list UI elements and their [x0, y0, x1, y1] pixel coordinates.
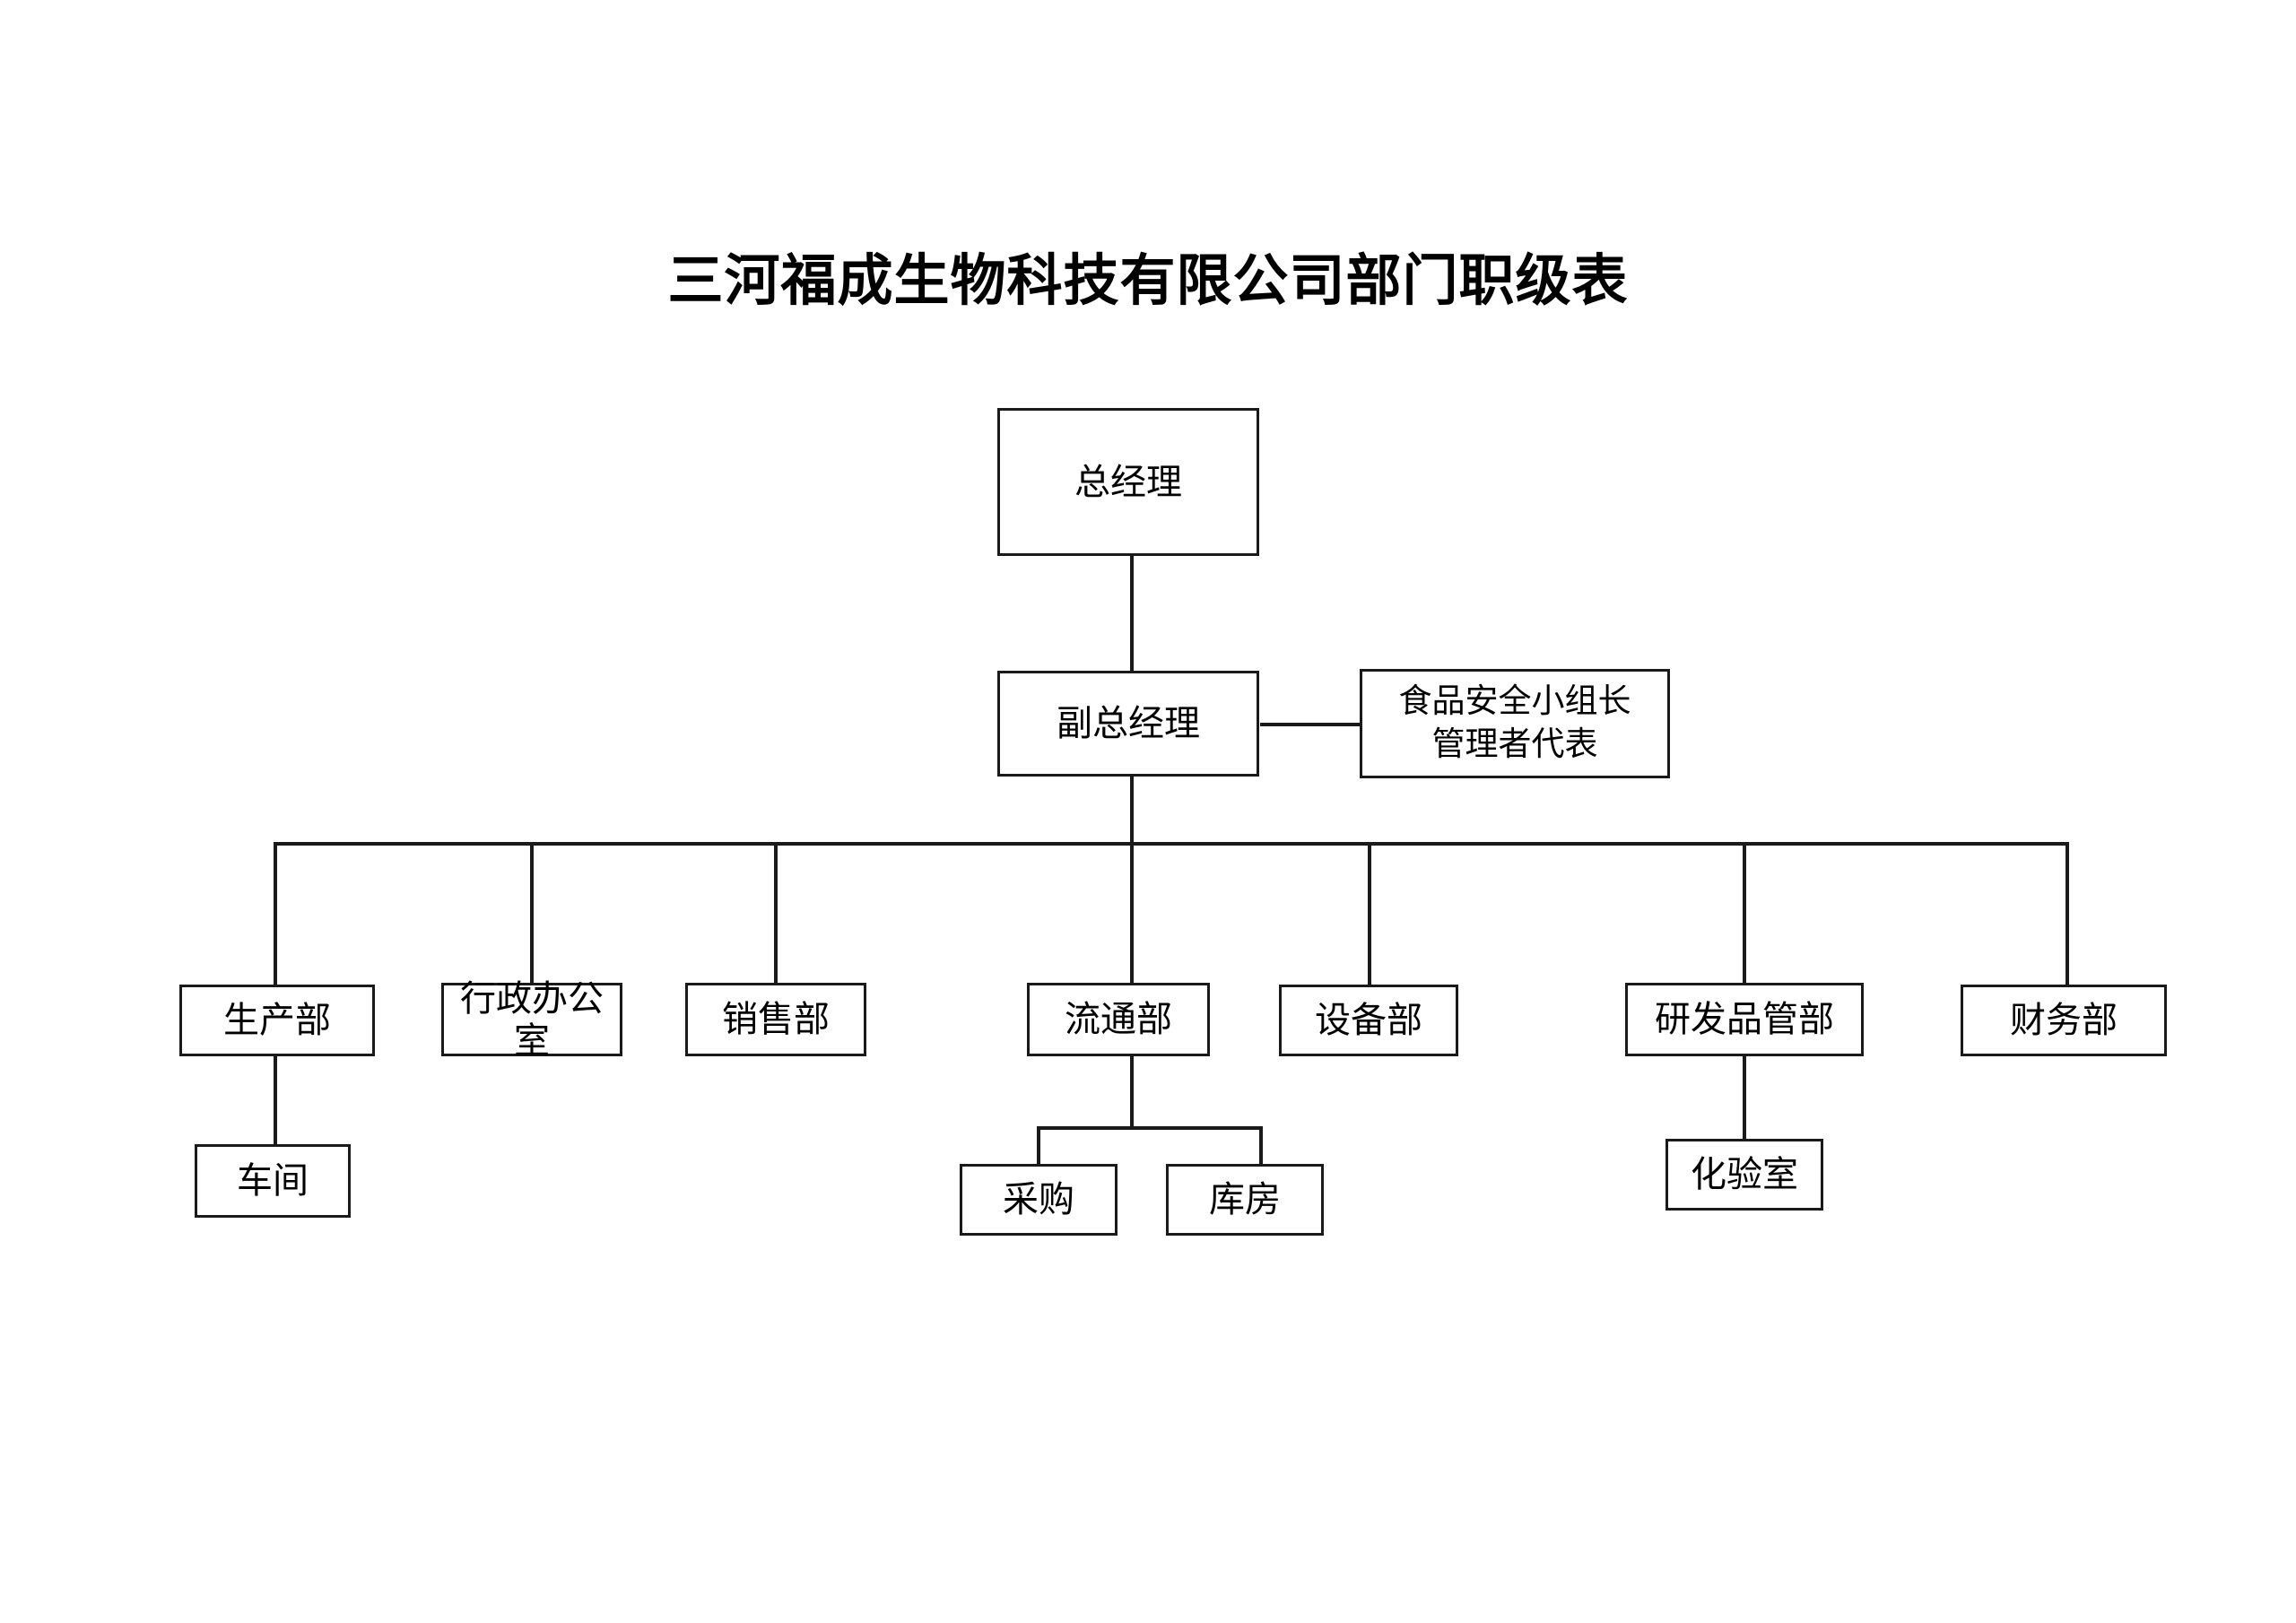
node-label: 财务部 — [2010, 1000, 2118, 1041]
node-label: 化验室 — [1691, 1154, 1798, 1195]
connector-dgm-to-food-safety — [1260, 723, 1361, 726]
node-workshop[interactable]: 车间 — [195, 1144, 351, 1218]
node-finance-department[interactable]: 财务部 — [1961, 985, 2167, 1056]
node-warehouse[interactable]: 库房 — [1166, 1164, 1324, 1236]
connector-logistics-bus — [1037, 1126, 1263, 1130]
node-label: 研发品管部 — [1655, 999, 1834, 1040]
connector-bus-to-admin — [530, 842, 534, 985]
node-label: 食品安全小组长 管理者代表 — [1398, 682, 1631, 763]
node-laboratory[interactable]: 化验室 — [1665, 1139, 1823, 1211]
connector-bus-to-warehouse — [1259, 1126, 1263, 1166]
connector-logistics-drop — [1130, 1056, 1134, 1128]
connector-bus-to-equip — [1368, 842, 1371, 985]
node-logistics-department[interactable]: 流通部 — [1027, 983, 1210, 1056]
connector-bus-to-rdqa — [1743, 842, 1746, 985]
node-equipment-department[interactable]: 设备部 — [1279, 985, 1458, 1056]
node-label: 库房 — [1209, 1179, 1281, 1220]
node-label: 总经理 — [1074, 461, 1182, 502]
connector-rdqa-to-lab — [1743, 1056, 1746, 1142]
node-food-safety-team-leader[interactable]: 食品安全小组长 管理者代表 — [1360, 669, 1670, 778]
connector-bus-to-prod — [274, 842, 277, 985]
node-purchasing[interactable]: 采购 — [960, 1164, 1118, 1236]
node-general-manager[interactable]: 总经理 — [997, 408, 1259, 556]
connector-dgm-drop — [1130, 777, 1134, 846]
node-label: 采购 — [1003, 1179, 1074, 1220]
node-label: 副总经理 — [1057, 703, 1200, 744]
connector-department-bus — [274, 842, 2067, 846]
node-label: 流通部 — [1065, 999, 1172, 1040]
connector-gm-to-dgm — [1130, 556, 1134, 671]
node-deputy-general-manager[interactable]: 副总经理 — [997, 671, 1259, 777]
node-label: 行政办公室 — [460, 977, 604, 1061]
node-production-department[interactable]: 生产部 — [179, 985, 375, 1056]
connector-bus-to-logistics — [1130, 842, 1134, 985]
node-sales-department[interactable]: 销售部 — [685, 983, 866, 1056]
node-label: 生产部 — [223, 1000, 331, 1041]
node-rd-quality-department[interactable]: 研发品管部 — [1625, 983, 1864, 1056]
node-label: 车间 — [237, 1160, 309, 1202]
node-administrative-office[interactable]: 行政办公室 — [441, 978, 622, 1061]
page-title: 三河福成生物科技有限公司部门职级表 — [667, 250, 1629, 312]
connector-bus-to-sales — [774, 842, 778, 985]
node-label: 设备部 — [1315, 1000, 1422, 1041]
connector-bus-to-purchase — [1037, 1126, 1040, 1166]
connector-bus-to-finance — [2066, 842, 2069, 985]
connector-prod-to-workshop — [274, 1056, 277, 1146]
node-label: 销售部 — [722, 999, 830, 1040]
